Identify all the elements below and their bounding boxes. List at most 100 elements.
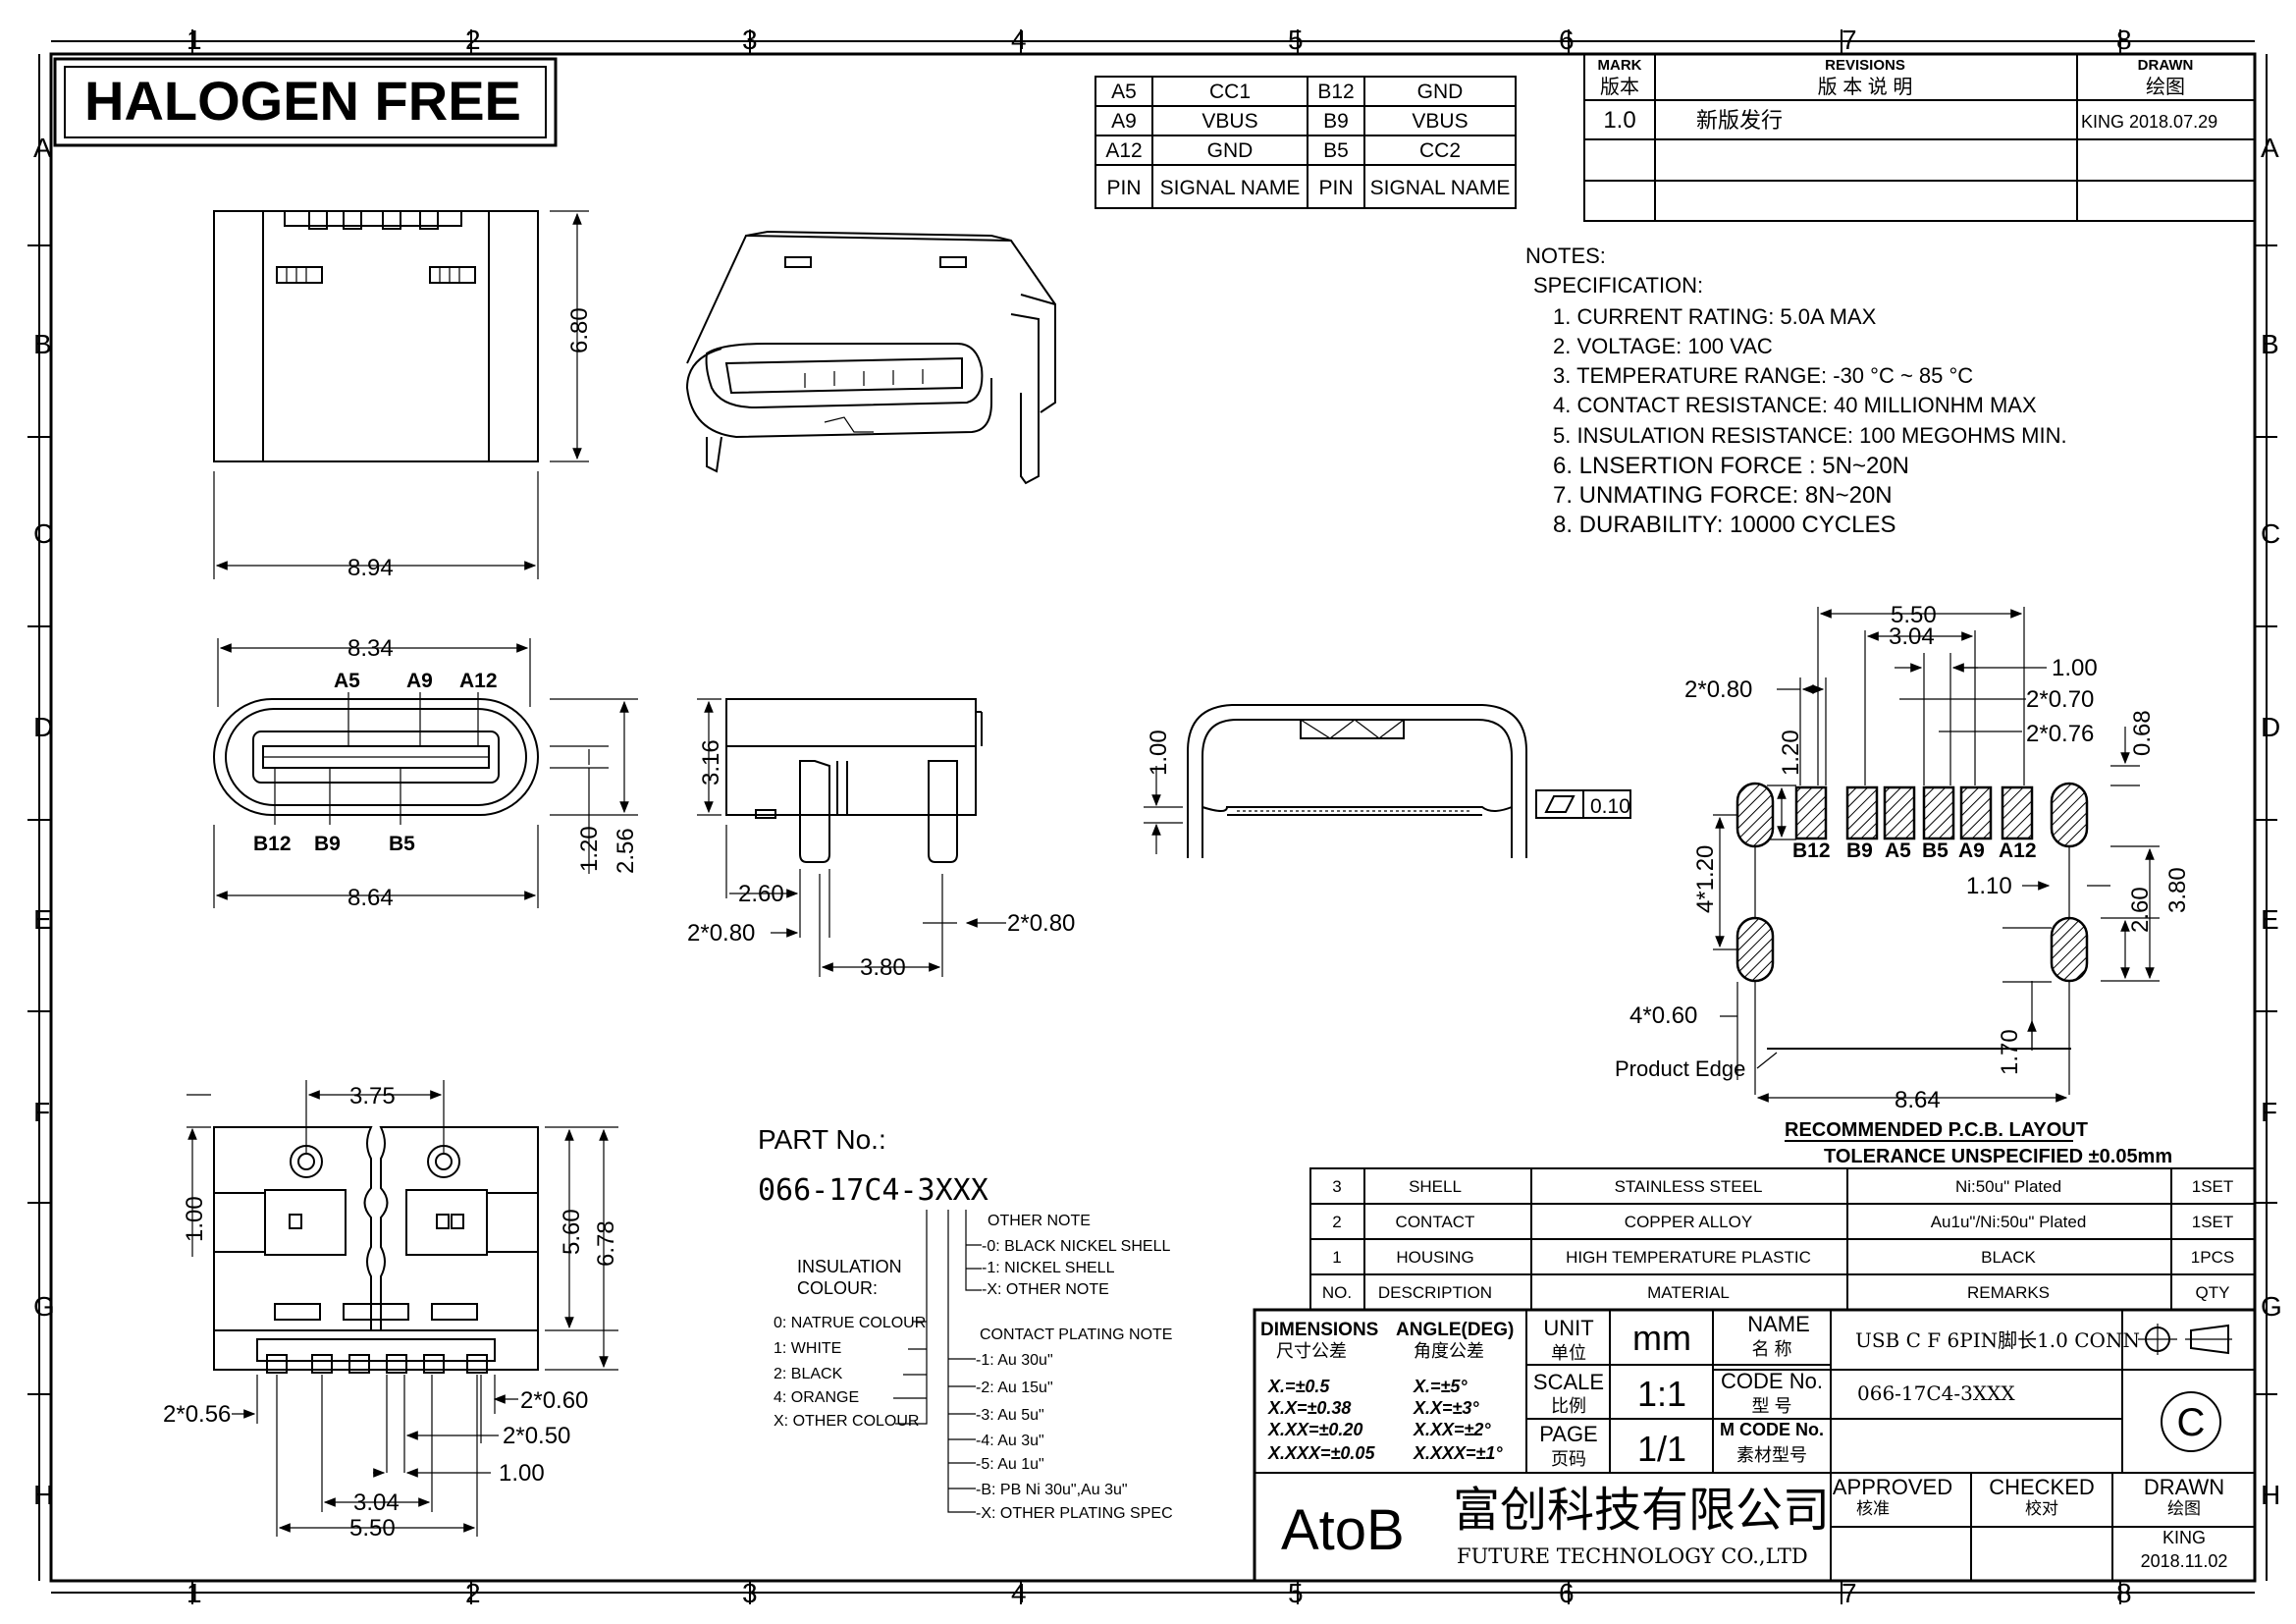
pin-cell: VBUS <box>1412 110 1468 133</box>
pcb-pin-label: B12 <box>1792 839 1831 862</box>
col-label: 7 <box>1842 1578 1857 1608</box>
pcb-pin-label: B9 <box>1846 839 1873 862</box>
plating-option: -4: Au 3u" <box>976 1433 1044 1449</box>
bom-cell: HOUSING <box>1396 1248 1473 1267</box>
projection-symbol-icon <box>2138 1324 2232 1355</box>
dim-bot-p2: 2*0.60 <box>520 1387 588 1414</box>
insulation-option: X: OTHER COLOUR <box>774 1413 919 1430</box>
bom-cell: CONTACT <box>1396 1213 1475 1231</box>
pin-cell: CC2 <box>1419 139 1461 162</box>
dim-top-h2: 2.56 <box>613 828 639 874</box>
col-label: 3 <box>742 1578 758 1608</box>
insulation-title: INSULATION <box>797 1257 902 1276</box>
pin-cell: A5 <box>1111 81 1137 103</box>
row-label: B <box>2261 329 2279 359</box>
pcb-pin-label: A12 <box>1999 839 2037 862</box>
dim-pcb-d: 0.68 <box>2129 710 2156 756</box>
pin-cell: SIGNAL NAME <box>1160 177 1301 199</box>
tol-angular: X.=±5° <box>1413 1377 1468 1396</box>
tb-drawn-date: 2018.11.02 <box>2141 1551 2228 1571</box>
dim-pcb-k: 1.70 <box>1997 1029 2023 1075</box>
col-label: 4 <box>1011 25 1027 55</box>
tb-mcode-en: M CODE No. <box>1720 1420 1824 1439</box>
insulation-option: 1: WHITE <box>774 1340 841 1357</box>
row-label: E <box>33 904 52 935</box>
note-item: 6. LNSERTION FORCE : 5N~20N <box>1553 453 1909 479</box>
tb-dim-en: DIMENSIONS <box>1260 1320 1378 1340</box>
dim-side-height: 3.16 <box>698 739 724 785</box>
bom-cell: Ni:50u" Plated <box>1955 1177 2061 1196</box>
front-view: 6.80 8.94 <box>213 210 593 581</box>
specification-notes: NOTES: SPECIFICATION: 1. CURRENT RATING:… <box>1525 244 2067 538</box>
dim-pcb-i: 3.80 <box>2164 867 2191 913</box>
row-label: G <box>33 1291 55 1322</box>
isometric-view <box>685 230 1056 485</box>
tol-linear: X.X=±0.38 <box>1267 1398 1351 1418</box>
pin-cell: B9 <box>1323 110 1349 133</box>
bom-cell: STAINLESS STEEL <box>1615 1177 1763 1196</box>
insulation-title: COLOUR: <box>797 1278 878 1298</box>
bom-cell: 2 <box>1332 1213 1341 1231</box>
pin-cell: PIN <box>1318 177 1353 199</box>
row-label: H <box>2261 1480 2280 1510</box>
note-item: 1. CURRENT RATING: 5.0A MAX <box>1553 304 1877 329</box>
col-label: 1 <box>187 25 202 55</box>
col-label: 6 <box>1559 25 1575 55</box>
row-label: A <box>33 133 52 163</box>
tb-drawn-cn: 绘图 <box>2167 1499 2201 1518</box>
tb-name-value: USB C F 6PIN脚长1.0 CONN <box>1855 1328 2140 1352</box>
tb-scale-en: SCALE <box>1533 1370 1604 1394</box>
dim-pcb-e: 1.20 <box>1778 730 1804 776</box>
insulation-option: 0: NATRUE COLOUR <box>774 1315 926 1331</box>
tb-drawn-name: KING <box>2163 1528 2206 1547</box>
row-label: A <box>2261 133 2279 163</box>
row-label: D <box>2261 712 2280 742</box>
end-view: 1.00 0.10 <box>1144 704 1631 858</box>
row-label: H <box>33 1480 53 1510</box>
dim-top-inner: 8.34 <box>347 635 394 662</box>
bom-header: REMARKS <box>1967 1283 2050 1302</box>
pcb-pin-label: A9 <box>1958 839 1985 862</box>
pin-cell: VBUS <box>1201 110 1257 133</box>
pin-cell: GND <box>1417 81 1464 103</box>
rev-entry-desc: 新版发行 <box>1696 108 1783 133</box>
pin-label-a5: A5 <box>334 670 360 692</box>
dim-top-h1: 1.20 <box>576 826 603 872</box>
notes-title: NOTES: <box>1525 244 1606 268</box>
col-label: 4 <box>1011 1578 1027 1608</box>
copyright-circle-icon <box>2161 1391 2221 1452</box>
product-edge-label: Product Edge <box>1615 1056 1745 1081</box>
part-number-breakdown: PART No.: 066-17C4-3XXX INSULATION COLOU… <box>758 1124 1173 1522</box>
tb-code-value: 066-17C4-3XXX <box>1857 1381 2015 1405</box>
rev-drawn-en: DRAWN <box>2138 57 2194 74</box>
bottom-view: 3.75 1.00 5.60 6.78 2*0.56 <box>163 1080 619 1542</box>
note-item: 2. VOLTAGE: 100 VAC <box>1553 334 1773 358</box>
rev-entry-drawn: KING 2018.07.29 <box>2081 112 2217 132</box>
tol-angular: X.XX=±2° <box>1413 1420 1491 1439</box>
side-view: 3.16 2.60 2*0.80 2*0.80 3.80 <box>687 698 1075 981</box>
dim-bot-h3: 6.78 <box>593 1220 619 1267</box>
tb-approved-en: APPROVED <box>1833 1475 1952 1499</box>
plating-option: -2: Au 15u" <box>976 1380 1053 1396</box>
pin-label-a9: A9 <box>406 670 433 692</box>
tb-page-cn: 页码 <box>1551 1449 1586 1469</box>
other-note: -1: NICKEL SHELL <box>982 1260 1115 1276</box>
pcb-layout-title: RECOMMENDED P.C.B. LAYOUT <box>1785 1119 2088 1141</box>
bom-cell: HIGH TEMPERATURE PLASTIC <box>1566 1248 1811 1267</box>
tb-name-en: NAME <box>1747 1312 1810 1336</box>
dim-bot-h1: 1.00 <box>182 1196 208 1242</box>
tb-checked-cn: 校对 <box>2025 1499 2058 1518</box>
rev-mark-cn: 版本 <box>1600 76 1639 98</box>
tb-page-value: 1/1 <box>1637 1429 1686 1469</box>
bom-header: QTY <box>2196 1283 2230 1302</box>
pin-cell: SIGNAL NAME <box>1370 177 1511 199</box>
plating-option: -1: Au 30u" <box>976 1352 1053 1369</box>
bom-header: NO. <box>1322 1283 1352 1302</box>
title-block: DIMENSIONS ANGLE(DEG) 尺寸公差 角度公差 X.=±0.5 … <box>1253 1308 2257 1583</box>
rev-title-cn: 版 本 说 明 <box>1818 76 1913 98</box>
col-label: 2 <box>465 25 481 55</box>
plating-option: -B: PB Ni 30u",Au 3u" <box>976 1482 1128 1498</box>
dim-side-p4: 3.80 <box>860 954 906 981</box>
pin-label-b9: B9 <box>314 833 341 855</box>
